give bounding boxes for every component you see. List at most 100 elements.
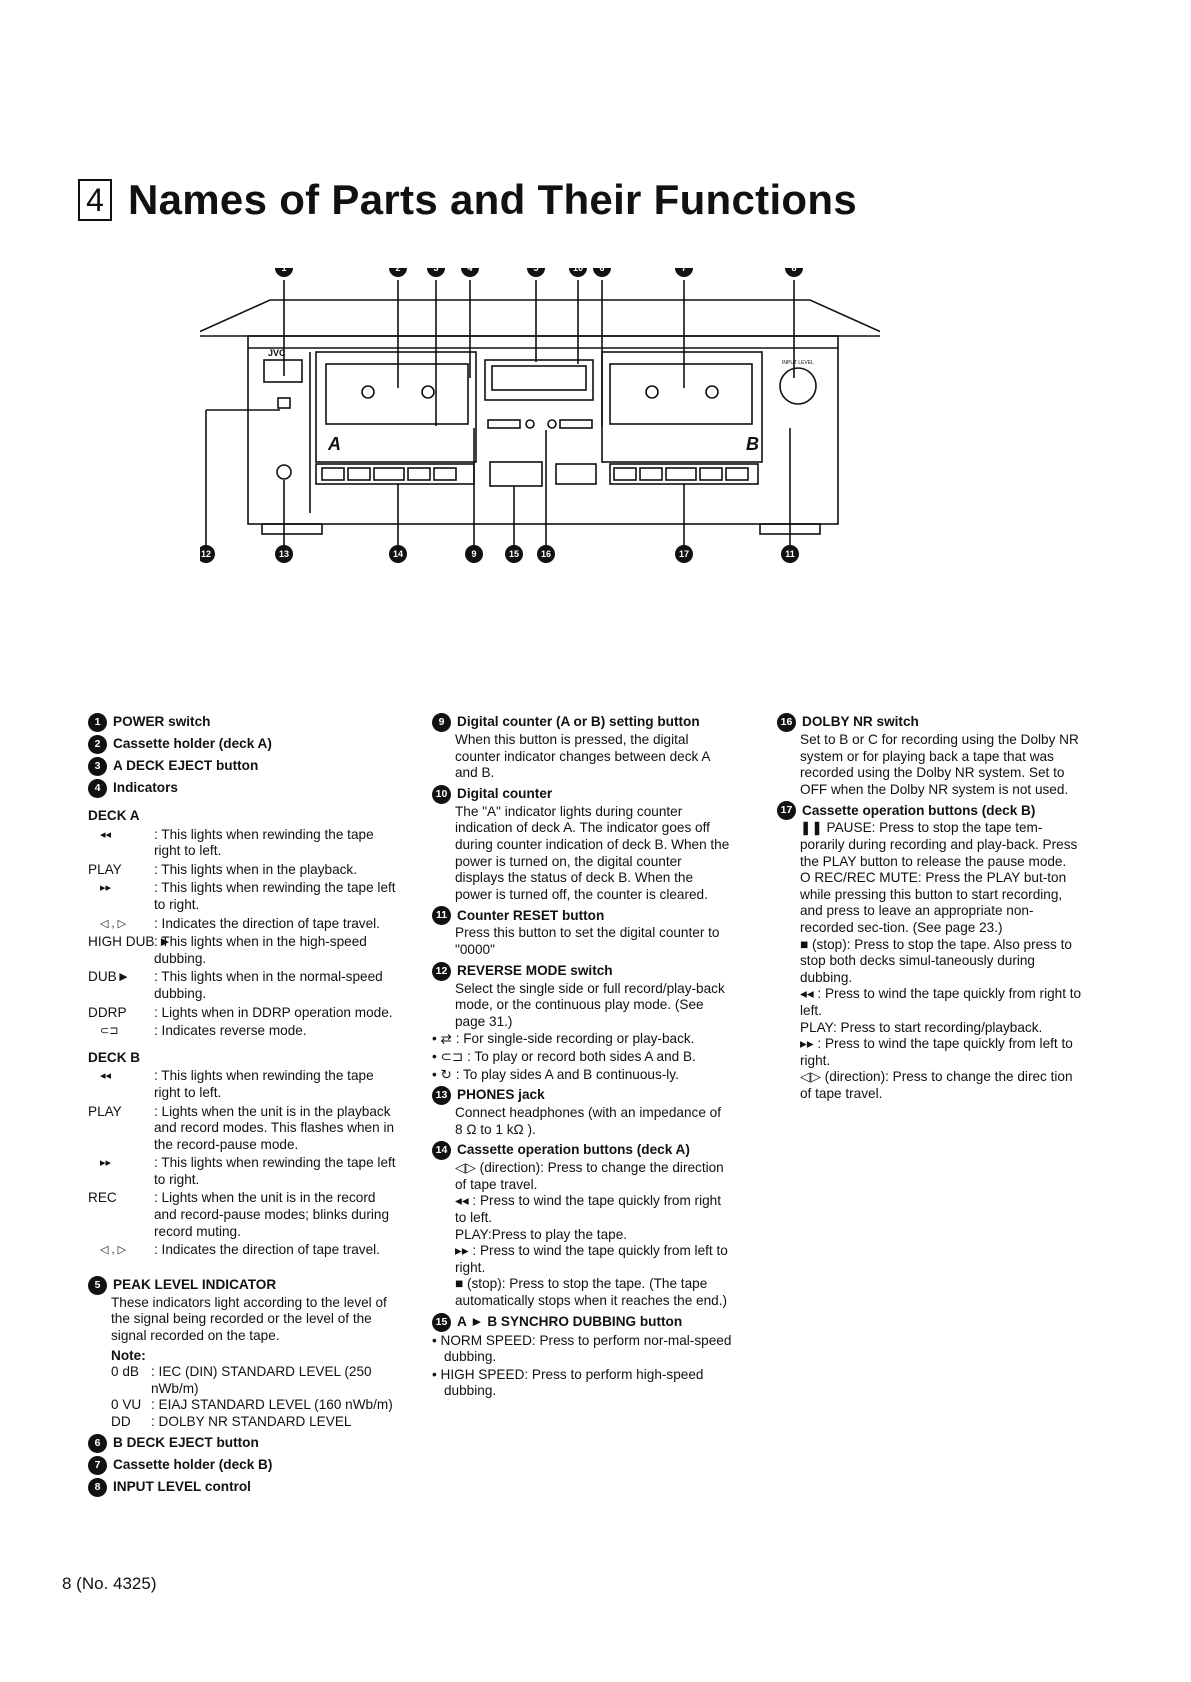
item-17-line: ■ (stop): Press to stop the tape. Also p… bbox=[800, 936, 1072, 985]
phones-jack bbox=[276, 464, 292, 480]
item-17-line: ▸▸ : Press to wind the tape quickly from… bbox=[800, 1036, 1073, 1068]
item-15-bullet: • HIGH SPEED: Press to perform high-spee… bbox=[432, 1366, 704, 1399]
callout-top-5: 5 bbox=[533, 268, 538, 273]
callout-bottom-9: 9 bbox=[471, 549, 476, 559]
deck-b-letter: B bbox=[746, 434, 759, 454]
callout-top-7: 7 bbox=[681, 268, 686, 273]
callout-bottom-12: 12 bbox=[201, 549, 211, 559]
buttons-deck-a bbox=[315, 463, 475, 485]
deck-a-row: ⊂⊐: Indicates reverse mode. bbox=[100, 1023, 307, 1039]
callout-top-2: 2 bbox=[395, 268, 400, 273]
deck-a-letter: A bbox=[327, 434, 341, 454]
item-12-bullet: • ⇄ : For single-side recording or play-… bbox=[432, 1031, 695, 1047]
page-footer: 8 (No. 4325) bbox=[62, 1574, 157, 1593]
deck-a-row: PLAY: This lights when in the playback. bbox=[88, 861, 358, 877]
section-number: 4 bbox=[78, 179, 112, 221]
callout-bottom-13: 13 bbox=[279, 549, 289, 559]
item-17-line: ◁▷ (direction): Press to change the dire… bbox=[800, 1069, 1073, 1101]
title-text: Names of Parts and Their Functions bbox=[128, 176, 857, 223]
callout-top-6: 6 bbox=[599, 268, 604, 273]
deck-a-heading: DECK A bbox=[88, 808, 140, 823]
display-window bbox=[263, 359, 303, 383]
item-14-line: ◂◂ : Press to wind the tape quickly from… bbox=[455, 1193, 721, 1226]
input-level-label: INPUT LEVEL bbox=[782, 360, 814, 366]
callout-bottom-14: 14 bbox=[393, 549, 403, 559]
deck-illustration: A B JVC INPUT LEVEL 1 2 3 4 5 10 6 7 8 1… bbox=[189, 259, 891, 563]
item-5-text: These indicators light according to the … bbox=[111, 1294, 387, 1344]
item-14-line: ▸▸ : Press to wind the tape quickly from… bbox=[455, 1243, 728, 1275]
counter-display bbox=[484, 359, 594, 401]
deck-b-heading: DECK B bbox=[88, 1049, 141, 1065]
callout-top-1: 1 bbox=[281, 268, 286, 273]
note-row: 0 dB: IEC (DIN) STANDARD LEVEL (250 nWb/… bbox=[111, 1364, 372, 1396]
callout-top-10: 10 bbox=[573, 268, 583, 273]
item-17-line: ◂◂ : Press to wind the tape quickly from… bbox=[800, 986, 1082, 1018]
deck-front-panel bbox=[247, 335, 839, 525]
deck-b-row: PLAY: Lights when the unit is in the pla… bbox=[88, 1103, 395, 1152]
buttons-deck-b bbox=[609, 463, 759, 485]
deck-top-panel bbox=[189, 299, 891, 337]
deck-a-row: ◁ , ▷: Indicates the direction of tape t… bbox=[100, 915, 380, 931]
callout-top-4: 4 bbox=[467, 268, 472, 273]
item-15-bullet: • NORM SPEED: Press to perform nor-mal-s… bbox=[432, 1332, 732, 1365]
item-9-text: When this button is pressed, the digital… bbox=[455, 732, 710, 781]
deck-a-row: DUB►: This lights when in the normal-spe… bbox=[88, 969, 383, 1001]
item-17-line: PLAY: Press to start recording/playback. bbox=[800, 1019, 1043, 1035]
deck-a-row: DDRP: Lights when in DDRP operation mode… bbox=[88, 1004, 393, 1020]
note-row: 0 VU: EIAJ STANDARD LEVEL (160 nWb/m) bbox=[111, 1397, 393, 1413]
deck-b-row: REC: Lights when the unit is in the reco… bbox=[88, 1190, 390, 1239]
item-12-bullet: • ⊂⊐ : To play or record both sides A an… bbox=[432, 1048, 696, 1064]
callout-top-3: 3 bbox=[433, 268, 438, 273]
item-10-text: The "A" indicator lights during counter … bbox=[455, 803, 730, 902]
foot-left bbox=[261, 523, 323, 535]
item-17-line: O REC/REC MUTE: Press the PLAY but-ton w… bbox=[800, 870, 1067, 935]
item-17-line: ❚❚ PAUSE: Press to stop the tape tem-por… bbox=[800, 820, 1078, 869]
input-level-knob bbox=[779, 367, 817, 405]
deck-a-row: ◂◂: This lights when rewinding the tape … bbox=[100, 826, 374, 859]
callout-bottom-17: 17 bbox=[679, 549, 689, 559]
item-13-text: Connect headphones (with an impedance of… bbox=[455, 1105, 722, 1137]
item-12-text: Select the single side or full record/pl… bbox=[455, 980, 725, 1029]
item-14-line: ■ (stop): Press to stop the tape. (The t… bbox=[455, 1276, 728, 1309]
item-14-line: ◁▷ (direction): Press to change the dire… bbox=[455, 1160, 724, 1192]
callout-bottom-11: 11 bbox=[785, 549, 795, 559]
note-row: DD: DOLBY NR STANDARD LEVEL bbox=[111, 1414, 352, 1429]
page-title: 4 Names of Parts and Their Functions bbox=[78, 176, 857, 224]
item-16-text: Set to B or C for recording using the Do… bbox=[800, 732, 1079, 797]
deck-a-row: ▸▸: This lights when rewinding the tape … bbox=[100, 880, 396, 912]
deck-b-row: ◂◂: This lights when rewinding the tape … bbox=[100, 1068, 374, 1100]
dubbing-button bbox=[489, 461, 543, 487]
callout-top-8: 8 bbox=[791, 268, 796, 273]
item-14-line: PLAY:Press to play the tape. bbox=[455, 1226, 628, 1242]
item-12-bullet: • ↻ : To play sides A and B continuous-l… bbox=[432, 1066, 679, 1082]
cassette-holder-a bbox=[315, 351, 477, 463]
callout-bottom-16: 16 bbox=[541, 549, 551, 559]
brand-logo: JVC bbox=[268, 348, 286, 358]
deck-b-row: ◁ , ▷: Indicates the direction of tape t… bbox=[100, 1242, 380, 1258]
note-heading: Note: bbox=[111, 1347, 146, 1363]
item-11-text: Press this button to set the digital cou… bbox=[455, 925, 720, 957]
callout-bottom-15: 15 bbox=[509, 549, 519, 559]
cassette-holder-b bbox=[601, 351, 763, 463]
deck-diagram: A B JVC INPUT LEVEL 1 2 3 4 5 10 6 7 8 1… bbox=[189, 259, 891, 608]
deck-a-row: HIGH DUB ►: This lights when in the high… bbox=[88, 934, 367, 966]
